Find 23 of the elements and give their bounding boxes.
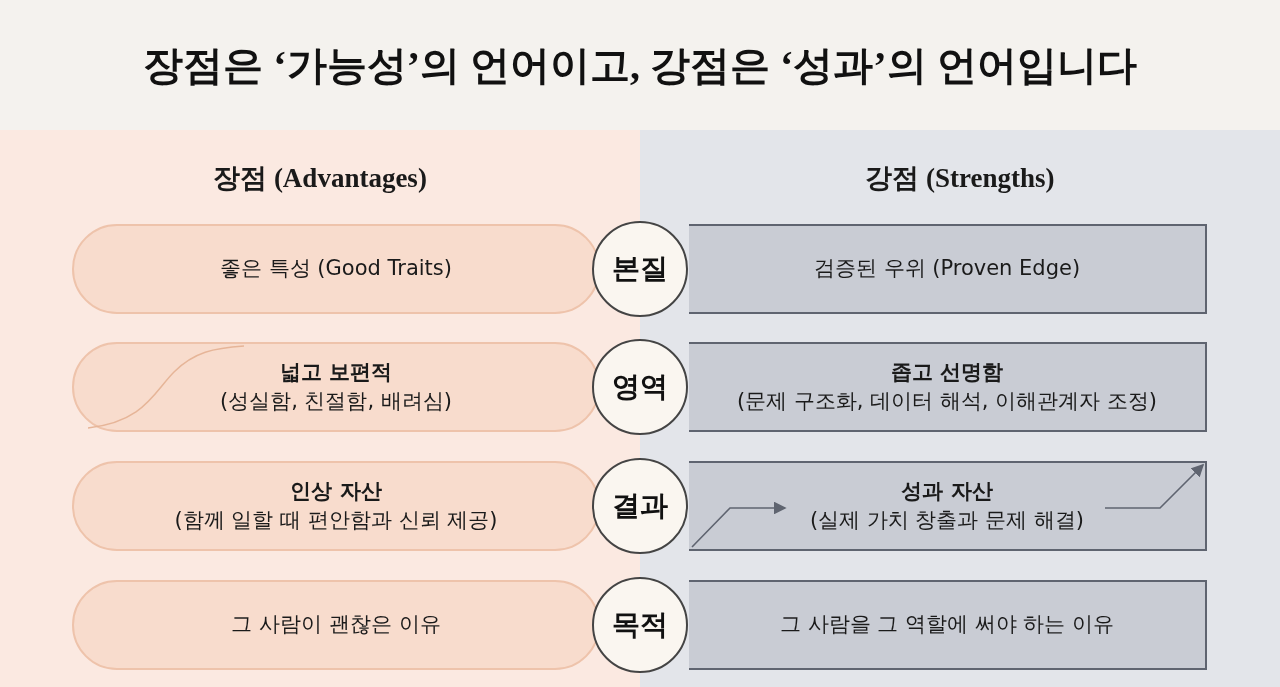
item-heading: 성과 자산 bbox=[901, 477, 993, 505]
item-detail: (실제 가치 창출과 문제 해결) bbox=[809, 507, 1085, 534]
item-detail: (함께 일할 때 편안함과 신뢰 제공) bbox=[174, 507, 498, 534]
category-label: 영역 bbox=[612, 369, 668, 405]
strength-box bbox=[689, 224, 1207, 314]
strength-box bbox=[689, 580, 1207, 670]
page-title: 장점은 ‘가능성’의 언어이고, 강점은 ‘성과’의 언어입니다 bbox=[143, 41, 1137, 90]
category-label: 결과 bbox=[612, 488, 668, 524]
item-heading: 좋은 특성 (Good Traits) bbox=[220, 255, 452, 283]
column-heading: 강점 (Strengths) bbox=[864, 162, 1056, 195]
item-heading: 검증된 우위 (Proven Edge) bbox=[813, 255, 1081, 283]
item-heading: 인상 자산 bbox=[290, 477, 382, 505]
item-heading: 넓고 보편적 bbox=[279, 358, 393, 386]
item-detail: (성실함, 친절함, 배려심) bbox=[219, 388, 453, 415]
strength-box bbox=[689, 342, 1207, 432]
item-heading: 좁고 선명함 bbox=[890, 358, 1004, 386]
item-heading: 그 사람이 괜찮은 이유 bbox=[231, 611, 441, 639]
strength-box bbox=[689, 461, 1207, 551]
item-detail: (문제 구조화, 데이터 해석, 이해관계자 조정) bbox=[736, 388, 1158, 415]
column-heading: 장점 (Advantages) bbox=[212, 162, 428, 195]
item-heading: 그 사람을 그 역할에 써야 하는 이유 bbox=[779, 611, 1115, 639]
category-label: 본질 bbox=[612, 251, 668, 287]
category-label: 목적 bbox=[612, 607, 668, 643]
